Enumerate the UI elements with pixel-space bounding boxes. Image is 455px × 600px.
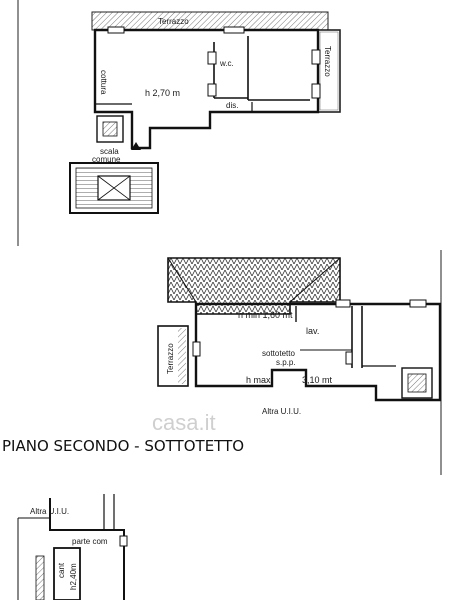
page-title: PIANO SECONDO - SOTTOTETTO bbox=[2, 437, 244, 455]
wc-label: w.c. bbox=[219, 59, 234, 68]
upper-outer-wall bbox=[93, 28, 320, 150]
attic-terrace-label: Terrazzo bbox=[166, 343, 175, 374]
window-marks bbox=[107, 26, 321, 99]
attic-label-2: s.p.p. bbox=[276, 358, 296, 367]
terrace-right-label: Terrazzo bbox=[323, 46, 332, 77]
attic-terrace-hatch bbox=[178, 328, 186, 384]
hmin-label: h min 1,60 mt bbox=[238, 310, 293, 320]
cellar-room bbox=[53, 547, 81, 600]
kitchen-label: cottura bbox=[99, 70, 108, 95]
stair-label-2: comune bbox=[92, 155, 121, 164]
cellar-label: cant bbox=[57, 562, 66, 578]
right-terrace-hatch bbox=[319, 31, 339, 111]
cellar-height-label: h2,40m bbox=[69, 563, 78, 590]
cellar-hatch bbox=[35, 555, 45, 600]
top-terrace-hatch bbox=[91, 11, 329, 31]
attic-lift-inner bbox=[407, 373, 427, 393]
attic-plan: h min 1,60 mt lav. sottotetto s.p.p. h m… bbox=[157, 257, 442, 416]
height-label: h 2,70 m bbox=[145, 88, 180, 98]
common-staircase bbox=[69, 162, 159, 214]
attic-other-unit-label: Altra U.I.U. bbox=[262, 407, 301, 416]
hmax-label-1: h max bbox=[246, 375, 271, 385]
section-marker-icon bbox=[131, 142, 141, 150]
roof-ridge bbox=[167, 257, 341, 303]
cellar-common-label: parte com bbox=[72, 537, 108, 546]
hmax-label-2: 3,10 mt bbox=[302, 375, 333, 385]
upper-plan: Terrazzo Terrazzo cottura w.c. h 2,70 m … bbox=[69, 11, 341, 214]
cellar-other-unit-label: Altra U.I.U. bbox=[30, 507, 69, 516]
attic-outer-wall bbox=[194, 302, 442, 402]
watermark: casa.it bbox=[152, 410, 216, 435]
attic-window-marks bbox=[192, 299, 427, 365]
terrace-top-label: Terrazzo bbox=[158, 17, 189, 26]
roof-hip bbox=[167, 257, 341, 315]
cellar-door-mark bbox=[119, 535, 128, 547]
upper-lift-inner bbox=[102, 121, 118, 137]
stair-label-1: scala bbox=[100, 147, 119, 156]
hall-label: dis. bbox=[226, 101, 238, 110]
attic-label-1: sottotetto bbox=[262, 349, 295, 358]
laundry-label: lav. bbox=[306, 326, 319, 336]
cellar-wall bbox=[49, 498, 125, 600]
cellar-plan: Altra U.I.U. parte com cant h2,40m bbox=[17, 494, 128, 600]
